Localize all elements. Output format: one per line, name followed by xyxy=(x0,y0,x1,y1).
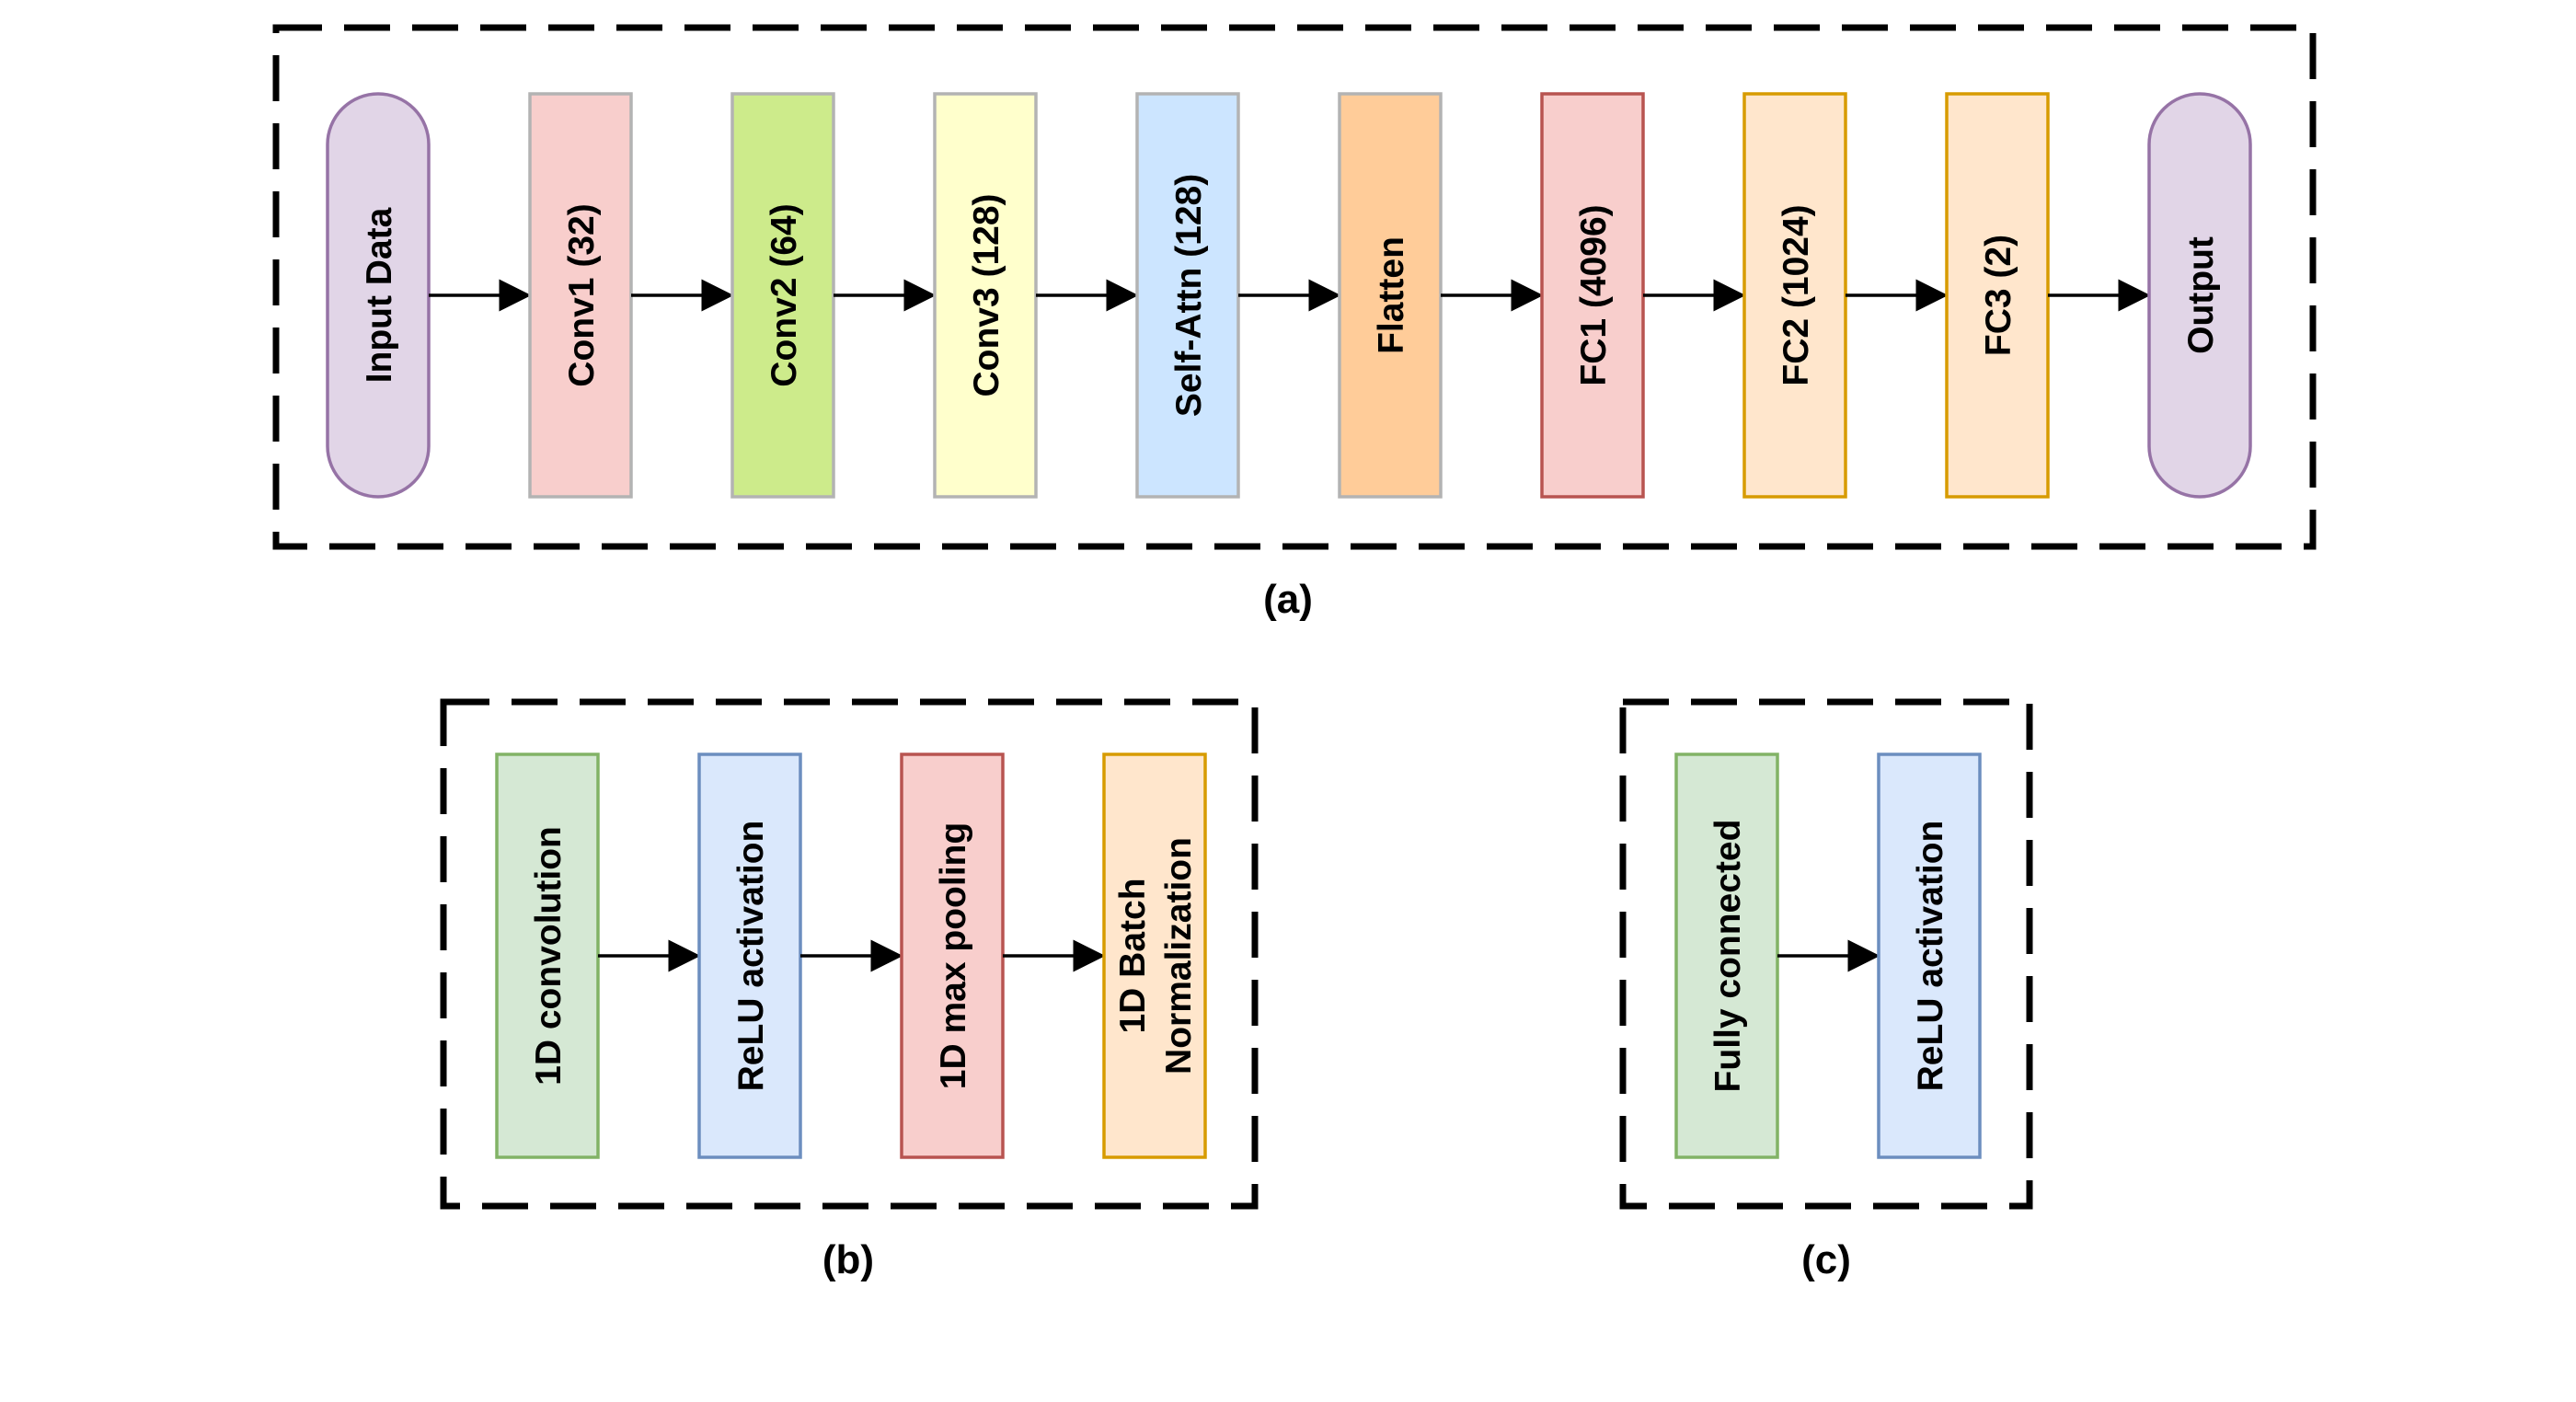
panel-a-node-conv3-128-label: Conv3 (128) xyxy=(967,193,1006,396)
panel-b-frame xyxy=(440,698,1259,1210)
panel-a-node-fc1-4096-label: FC1 (4096) xyxy=(1574,204,1614,385)
panel-a-node-fc2-1024-box xyxy=(1742,92,1847,499)
panel-b: 1D convolution ReLU activation 1D max pool… xyxy=(440,698,1259,1282)
panel-a-node-input-data-label: Input Data xyxy=(360,207,399,383)
panel-a-node-output-box xyxy=(2147,92,2252,499)
panel-a-node-self-attn-128-box xyxy=(1135,92,1240,499)
panel-a-nodes: Input Data Conv1 (32) Conv2 (64) Conv3 (128… xyxy=(326,92,2252,499)
panel-c-nodes: Fully connected ReLU activation xyxy=(1674,753,1982,1159)
panel-a-node-conv3-128-box xyxy=(933,92,1038,499)
panel-b-node-1d-max-pooling-label: 1D max pooling xyxy=(934,822,973,1089)
panel-a-node-output-label: Output xyxy=(2181,236,2221,354)
panel-a-node-fc3-2-label: FC3 (2) xyxy=(1979,235,2018,356)
panel-a-node-self-attn-128-label: Self-Attn (128) xyxy=(1169,174,1209,417)
panel-b-node-1d-convolution-box xyxy=(495,753,600,1159)
panel-b-node-1d-batch-normalization-box xyxy=(1102,753,1207,1159)
panel-c-caption: (c) xyxy=(1801,1237,1851,1282)
panel-a-frame xyxy=(272,24,2317,550)
panel-a-node-fc3-2-box xyxy=(1945,92,2050,499)
panel-b-nodes: 1D convolution ReLU activation 1D max pool… xyxy=(495,753,1207,1159)
panel-a-node-conv1-32-box xyxy=(528,92,633,499)
panel-c-node-relu-activation-box xyxy=(1877,753,1982,1159)
panel-b-node-1d-convolution-label: 1D convolution xyxy=(529,826,569,1086)
panel-c-node-fully-connected-label: Fully connected xyxy=(1708,820,1748,1093)
panel-c-node-fully-connected-box xyxy=(1674,753,1779,1159)
panel-c-node-relu-activation-label: ReLU activation xyxy=(1911,821,1950,1092)
panel-a-node-fc2-1024-label: FC2 (1024) xyxy=(1777,204,1816,385)
panel-a-caption: (a) xyxy=(1263,577,1313,622)
panel-a-node-conv1-32-label: Conv1 (32) xyxy=(562,203,602,386)
panel-a-node-flatten-label: Flatten xyxy=(1372,236,1411,354)
panel-b-caption: (b) xyxy=(822,1237,874,1282)
panel-a-node-conv2-64-label: Conv2 (64) xyxy=(765,203,804,386)
panel-a-node-flatten-box xyxy=(1338,92,1443,499)
panel-b-node-relu-activation-label: ReLU activation xyxy=(731,821,771,1092)
panel-a: Input Data Conv1 (32) Conv2 (64) Conv3 (128… xyxy=(272,24,2317,622)
panel-b-node-1d-max-pooling-box xyxy=(900,753,1005,1159)
panel-c: Fully connected ReLU activation (c) xyxy=(1619,698,2033,1282)
panel-b-node-relu-activation-box xyxy=(697,753,802,1159)
panel-c-frame xyxy=(1619,698,2033,1210)
